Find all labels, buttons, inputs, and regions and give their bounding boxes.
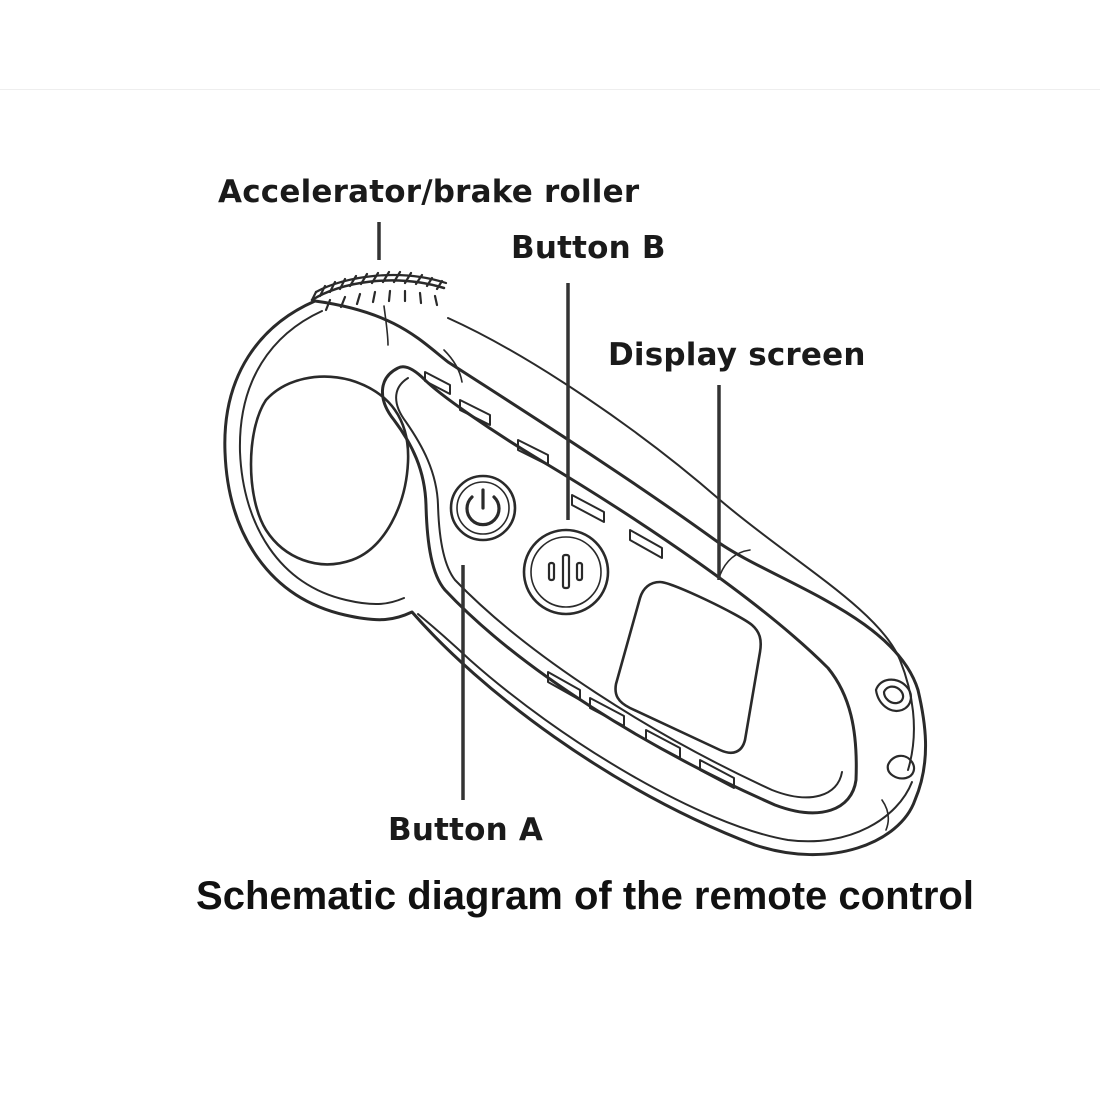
top-divider — [0, 89, 1100, 90]
label-accelerator-brake-roller: Accelerator/brake roller — [218, 174, 640, 210]
label-button-a: Button A — [388, 812, 544, 848]
display-screen — [614, 580, 763, 754]
label-button-b: Button B — [511, 230, 666, 266]
button-a — [449, 474, 517, 542]
diagram-caption: Schematic diagram of the remote control — [196, 874, 974, 918]
grip-circle — [249, 375, 410, 566]
power-icon — [465, 495, 501, 527]
control-panel-outline — [381, 365, 858, 815]
lanyard-hole — [874, 678, 916, 780]
remote-body-outline — [223, 299, 928, 857]
label-display-screen: Display screen — [608, 337, 866, 373]
pointer-lines — [377, 222, 721, 800]
panel-slots — [424, 371, 735, 789]
accelerator-roller — [310, 270, 448, 312]
button-b — [522, 528, 610, 616]
pause-icon — [547, 553, 584, 590]
